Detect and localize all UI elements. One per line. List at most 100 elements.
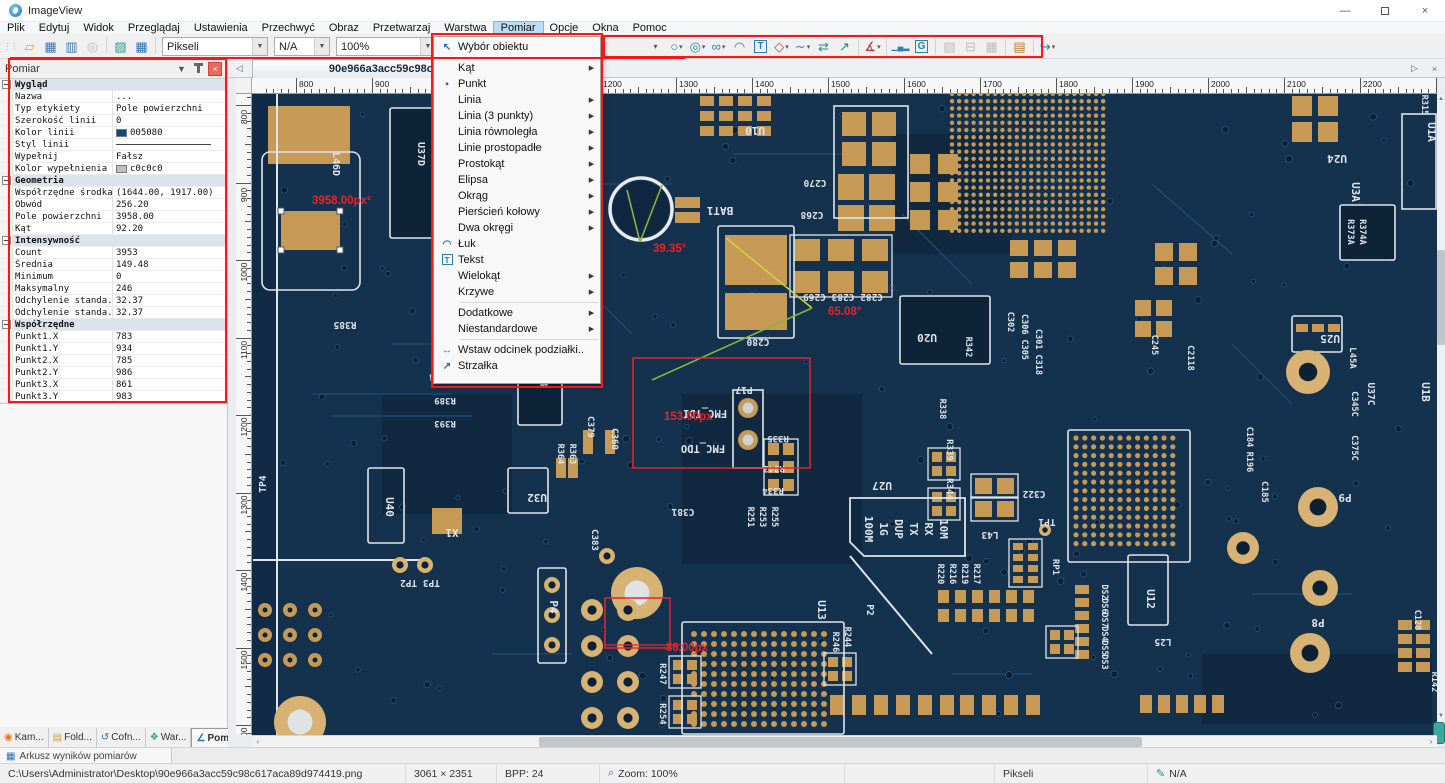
arc-tool-icon[interactable]: ◠: [729, 37, 750, 57]
property-row[interactable]: Punkt1.Y934: [0, 343, 227, 355]
property-row[interactable]: Punkt2.X785: [0, 355, 227, 367]
vertical-scrollbar[interactable]: ▲ ▼: [1437, 94, 1445, 735]
property-row[interactable]: Punkt3.Y983: [0, 391, 227, 403]
tab-scroll-left-icon[interactable]: ◁: [231, 60, 248, 77]
na-dropdown[interactable]: N/A▼: [274, 37, 330, 56]
property-row[interactable]: Kolor wypełnieniac0c0c0: [0, 163, 227, 175]
roi-g-tool-icon[interactable]: G: [911, 37, 932, 57]
menu-item-tekst[interactable]: TTekst: [434, 252, 600, 268]
scalebar-tool-icon[interactable]: ⇄: [813, 37, 834, 57]
property-row[interactable]: Maksymalny246: [0, 283, 227, 295]
measure-copy-tool-icon[interactable]: ▨: [939, 37, 960, 57]
property-row[interactable]: Kolor linii005080: [0, 127, 227, 139]
dock-tab-folder-tree[interactable]: ▤Fold...: [49, 728, 97, 747]
menu-item-linie-prostopadłe[interactable]: Linie prostopadłe▶: [434, 140, 600, 156]
menu-opcje[interactable]: Opcje: [543, 22, 586, 35]
ellipse-tool-icon[interactable]: ○▾: [666, 37, 687, 57]
menu-item-wybór-obiektu[interactable]: ↖Wybór obiektu: [434, 39, 600, 55]
histogram-tool-icon[interactable]: ▁▄▂: [890, 37, 911, 57]
menu-item-dodatkowe[interactable]: Dodatkowe▶: [434, 305, 600, 321]
dock-tab-camera[interactable]: ◉Kam...: [0, 728, 49, 747]
property-row[interactable]: Obwód256.20: [0, 199, 227, 211]
thumbnail-button-icon[interactable]: ▦: [131, 37, 152, 57]
pin-icon[interactable]: [191, 62, 206, 76]
save-as-button-icon[interactable]: ▥: [61, 37, 82, 57]
save-button-icon[interactable]: ▦: [40, 37, 61, 57]
menu-item-pierścień-kołowy[interactable]: Pierścień kołowy▶: [434, 204, 600, 220]
menu-obraz[interactable]: Obraz: [322, 22, 366, 35]
menu-przetwarzaj[interactable]: Przetwarzaj: [366, 22, 437, 35]
menu-item-elipsa[interactable]: Elipsa▶: [434, 172, 600, 188]
property-row[interactable]: Kąt92.20: [0, 223, 227, 235]
property-row[interactable]: Pole powierzchni3958.00: [0, 211, 227, 223]
panel-close-icon[interactable]: ×: [208, 62, 222, 76]
property-section[interactable]: −Współrzędne: [0, 319, 227, 331]
arrow-tool-icon[interactable]: ↗: [834, 37, 855, 57]
clipboard-tool-icon[interactable]: ▤: [1009, 37, 1030, 57]
property-section[interactable]: −Wygląd: [0, 79, 227, 91]
ring-tool-icon[interactable]: ◎▾: [687, 37, 708, 57]
property-row[interactable]: Nazwa...: [0, 91, 227, 103]
dock-tab-layers[interactable]: ❖War...: [146, 728, 192, 747]
panel-menu-icon[interactable]: ▼: [174, 62, 189, 76]
curve-tool-icon[interactable]: ∼▾: [792, 37, 813, 57]
tool-caret-icon[interactable]: ▾: [645, 37, 666, 57]
property-section[interactable]: −Intensywność: [0, 235, 227, 247]
property-section[interactable]: −Geometria: [0, 175, 227, 187]
menu-item-krzywe[interactable]: Krzywe▶: [434, 284, 600, 300]
capture-button-icon[interactable]: ◎: [82, 37, 103, 57]
horizontal-scroll-thumb[interactable]: [539, 737, 1142, 747]
menu-przeglądaj[interactable]: Przeglądaj: [121, 22, 187, 35]
property-row[interactable]: Współrzędne środka(1644.00, 1917.00): [0, 187, 227, 199]
open-button-icon[interactable]: ▱: [19, 37, 40, 57]
menu-item-punkt[interactable]: ▪Punkt: [434, 76, 600, 92]
export-tool-icon[interactable]: ↪▾: [1037, 37, 1058, 57]
restore-button[interactable]: [1365, 0, 1405, 22]
text-tool-icon[interactable]: T: [750, 37, 771, 57]
property-row[interactable]: WypełnijFałsz: [0, 151, 227, 163]
menu-warstwa[interactable]: Warstwa: [437, 22, 493, 35]
menu-item-wstaw-odcinek-podziałki-[interactable]: ↔Wstaw odcinek podziałki...: [434, 342, 600, 358]
menu-item-linia-równoległa[interactable]: Linia równoległa▶: [434, 124, 600, 140]
property-row[interactable]: Punkt3.X861: [0, 379, 227, 391]
menu-item-kąt[interactable]: Kąt▶: [434, 60, 600, 76]
property-row[interactable]: Punkt2.Y986: [0, 367, 227, 379]
menu-item-dwa-okręgi[interactable]: Dwa okręgi▶: [434, 220, 600, 236]
vertical-scroll-thumb[interactable]: [1437, 250, 1445, 345]
property-row[interactable]: Szerokość linii0: [0, 115, 227, 127]
minimize-button[interactable]: —: [1325, 0, 1365, 22]
horizontal-scrollbar[interactable]: ‹ ›: [252, 735, 1437, 747]
menu-przechwyć[interactable]: Przechwyć: [255, 22, 322, 35]
tab-measure-results[interactable]: ▦ Arkusz wyników pomiarów: [0, 748, 172, 764]
menu-item-okrąg[interactable]: Okrąg▶: [434, 188, 600, 204]
menu-pomiar[interactable]: Pomiar: [494, 22, 543, 35]
tab-close-icon[interactable]: ×: [1426, 60, 1443, 77]
property-row[interactable]: Styl linii: [0, 139, 227, 151]
close-button[interactable]: ×: [1405, 0, 1445, 22]
property-row[interactable]: Odchylenie standa...32.37: [0, 295, 227, 307]
tab-scroll-right-icon[interactable]: ▷: [1406, 60, 1423, 77]
scroll-down-icon[interactable]: ▼: [1437, 711, 1445, 721]
property-row[interactable]: Średnia149.48: [0, 259, 227, 271]
browse-button-icon[interactable]: ▨: [110, 37, 131, 57]
menu-okna[interactable]: Okna: [585, 22, 625, 35]
property-row[interactable]: Punkt1.X783: [0, 331, 227, 343]
menu-item-linia[interactable]: Linia▶: [434, 92, 600, 108]
menu-pomoc[interactable]: Pomoc: [626, 22, 674, 35]
property-row[interactable]: Minimum0: [0, 271, 227, 283]
menu-item-łuk[interactable]: ◠Łuk: [434, 236, 600, 252]
menu-item-linia-3-punkty-[interactable]: Linia (3 punkty)▶: [434, 108, 600, 124]
scroll-left-icon[interactable]: ‹: [252, 736, 264, 747]
measure-del-tool-icon[interactable]: ▦: [981, 37, 1002, 57]
menu-widok[interactable]: Widok: [76, 22, 121, 35]
unit-dropdown[interactable]: Pikseli▼: [162, 37, 268, 56]
scroll-up-icon[interactable]: ▲: [1437, 94, 1445, 104]
scroll-right-icon[interactable]: ›: [1425, 736, 1437, 747]
menu-item-prostokąt[interactable]: Prostokąt▶: [434, 156, 600, 172]
menu-item-strzałka[interactable]: ↗Strzałka: [434, 358, 600, 374]
menu-item-niestandardowe[interactable]: Niestandardowe▶: [434, 321, 600, 337]
property-row[interactable]: Count3953: [0, 247, 227, 259]
measure-avg-tool-icon[interactable]: ⊟: [960, 37, 981, 57]
two-circles-tool-icon[interactable]: ∞▾: [708, 37, 729, 57]
property-row[interactable]: Odchylenie standa...32.37: [0, 307, 227, 319]
